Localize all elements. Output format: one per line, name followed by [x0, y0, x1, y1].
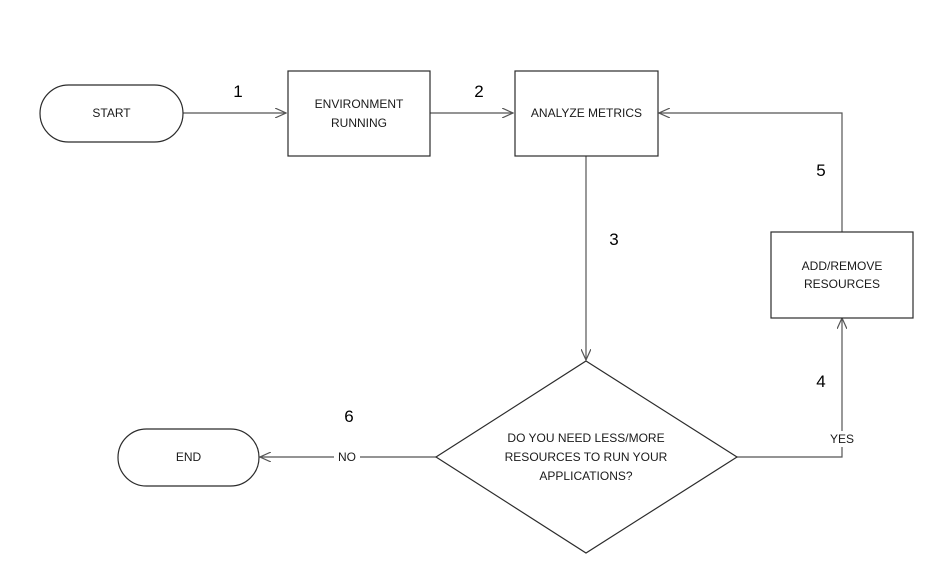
decision-label-line1: DO YOU NEED LESS/MORE	[507, 431, 664, 445]
step-number-2: 2	[474, 82, 483, 101]
environment-running-node: ENVIRONMENT RUNNING	[287, 70, 431, 157]
no-label: NO	[338, 450, 356, 464]
environment-label-line1: ENVIRONMENT	[315, 97, 404, 111]
yes-label-group: YES	[826, 431, 858, 447]
analyze-metrics-node: ANALYZE METRICS	[514, 70, 659, 157]
add-remove-label-line2: RESOURCES	[804, 277, 880, 291]
no-label-group: NO	[334, 449, 360, 465]
end-label: END	[176, 450, 202, 464]
step-number-1: 1	[233, 82, 242, 101]
decision-label-line2: RESOURCES TO RUN YOUR	[505, 450, 668, 464]
yes-label: YES	[830, 432, 854, 446]
connectors	[183, 113, 842, 457]
step-number-6: 6	[344, 407, 353, 426]
start-label: START	[92, 106, 131, 120]
analyze-metrics-label: ANALYZE METRICS	[531, 106, 642, 120]
step-number-3: 3	[609, 230, 618, 249]
connector-add-remove-to-analyze	[659, 113, 843, 232]
step-number-5: 5	[816, 161, 825, 180]
add-remove-resources-node: ADD/REMOVE RESOURCES	[770, 231, 914, 319]
decision-node: DO YOU NEED LESS/MORE RESOURCES TO RUN Y…	[434, 360, 739, 554]
step-number-4: 4	[816, 372, 825, 391]
end-node: END	[117, 428, 260, 487]
start-node: START	[39, 84, 184, 143]
environment-label-line2: RUNNING	[331, 116, 387, 130]
decision-label-line3: APPLICATIONS?	[539, 469, 632, 483]
connector-decision-to-add-remove	[737, 318, 842, 458]
add-remove-label-line1: ADD/REMOVE	[802, 259, 883, 273]
